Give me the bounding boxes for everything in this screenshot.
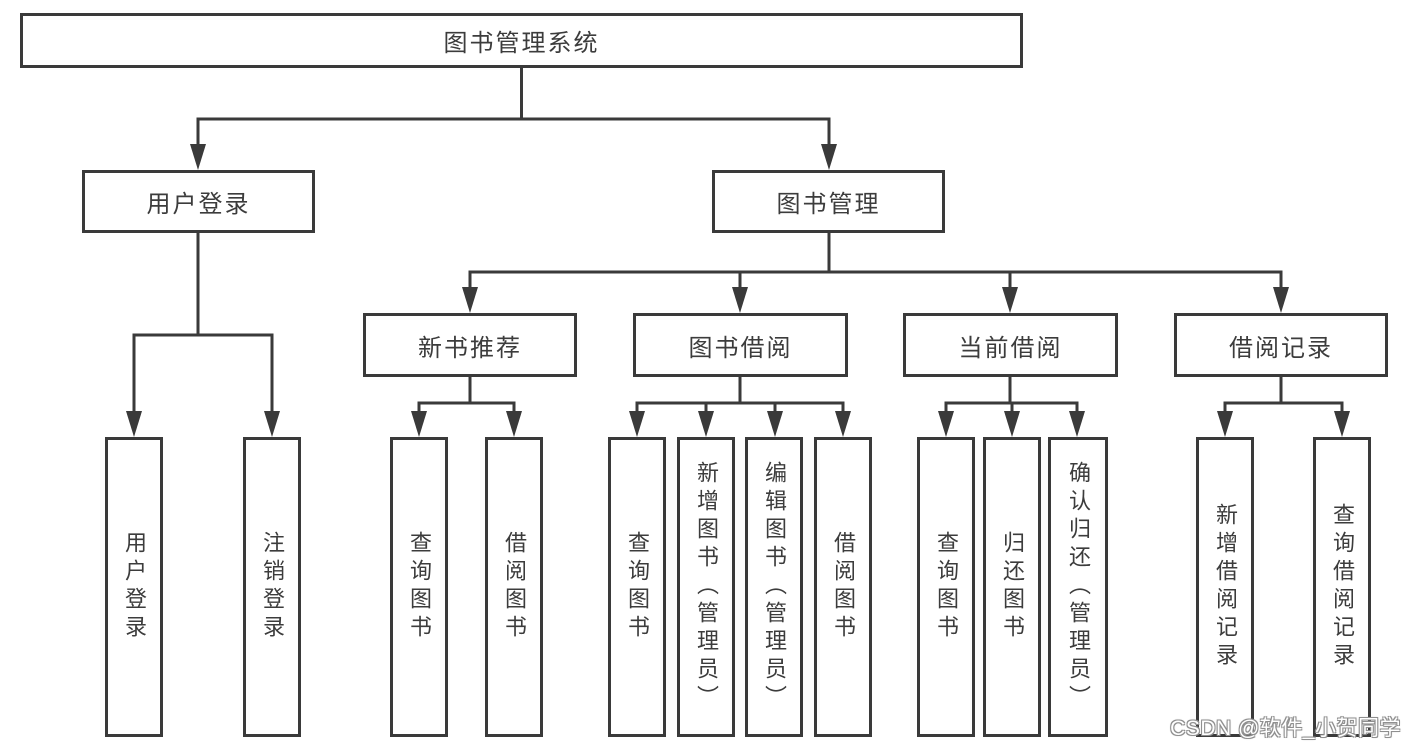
arrowhead [835,411,851,437]
arrowhead [1334,411,1350,437]
leaf-query-borrow-record-label: 查询借阅记录 [1330,503,1355,671]
node-root-label: 图书管理系统 [443,30,600,57]
arrowhead [821,144,837,170]
node-borrow-record: 借阅记录 [1174,313,1388,377]
leaf-edit-books-admin-label: 编辑图书（管理员） [762,461,787,713]
leaf-user-login: 用户登录 [105,437,163,737]
leaf-add-books-admin-label: 新增图书（管理员） [694,461,719,713]
node-user-login: 用户登录 [82,170,315,233]
arrowhead [126,411,142,437]
leaf-borrow-books-rec-label: 借阅图书 [502,531,527,643]
leaf-confirm-return-admin-label: 确认归还（管理员） [1066,461,1091,713]
leaf-query-books-borrow-label: 查询图书 [625,531,650,643]
leaf-borrow-books: 借阅图书 [814,437,872,737]
node-book-borrow-label: 图书借阅 [688,334,793,362]
leaf-query-books-rec: 查询图书 [390,437,448,737]
node-user-login-label: 用户登录 [146,191,251,218]
node-book-mgmt: 图书管理 [712,170,945,233]
leaf-borrow-books-rec: 借阅图书 [485,437,543,737]
leaf-confirm-return-admin: 确认归还（管理员） [1048,437,1108,737]
connector-new-book-rec-children [411,375,522,437]
node-new-book-rec-label: 新书推荐 [418,334,522,362]
arrowhead [767,411,783,437]
arrowhead [264,411,280,437]
node-book-mgmt-label: 图书管理 [776,191,881,218]
node-borrow-record-label: 借阅记录 [1229,334,1333,362]
arrowhead [1002,287,1018,313]
leaf-add-borrow-record: 新增借阅记录 [1196,437,1254,737]
node-root: 图书管理系统 [20,13,1023,68]
arrowhead [1273,287,1289,313]
arrowhead [411,411,427,437]
leaf-return-books-label: 归还图书 [1000,531,1025,643]
leaf-borrow-books-label: 借阅图书 [831,531,856,643]
arrowhead [698,411,714,437]
csdn-watermark: CSDN @软件_小贺同学 [1170,717,1401,740]
connector-user-login-children [126,231,280,437]
connector-current-borrow-children [938,375,1085,437]
leaf-edit-books-admin: 编辑图书（管理员） [745,437,803,737]
leaf-query-books-rec-label: 查询图书 [407,531,432,643]
node-current-borrow-label: 当前借阅 [958,334,1063,362]
connector-book-mgmt-children [462,231,1289,313]
arrowhead [1004,411,1020,437]
leaf-add-books-admin: 新增图书（管理员） [677,437,735,737]
leaf-logout: 注销登录 [243,437,301,737]
leaf-query-books-current-label: 查询图书 [934,531,959,643]
leaf-user-login-label: 用户登录 [122,531,147,643]
leaf-query-books-borrow: 查询图书 [608,437,666,737]
leaf-query-borrow-record: 查询借阅记录 [1313,437,1371,737]
leaf-add-borrow-record-label: 新增借阅记录 [1213,503,1238,671]
leaf-logout-label: 注销登录 [260,531,285,643]
node-current-borrow: 当前借阅 [903,313,1118,377]
node-book-borrow: 图书借阅 [633,313,848,377]
arrowhead [1069,411,1085,437]
leaf-query-books-current: 查询图书 [917,437,975,737]
arrowhead [1217,411,1233,437]
connector-root-to-level2 [190,66,837,170]
arrowhead [190,144,206,170]
connector-book-borrow-children [629,375,851,437]
arrowhead [732,287,748,313]
arrowhead [506,411,522,437]
leaf-return-books: 归还图书 [983,437,1041,737]
node-new-book-rec: 新书推荐 [363,313,577,377]
connector-borrow-record-children [1217,375,1350,437]
arrowhead [462,287,478,313]
arrowhead [938,411,954,437]
arrowhead [629,411,645,437]
